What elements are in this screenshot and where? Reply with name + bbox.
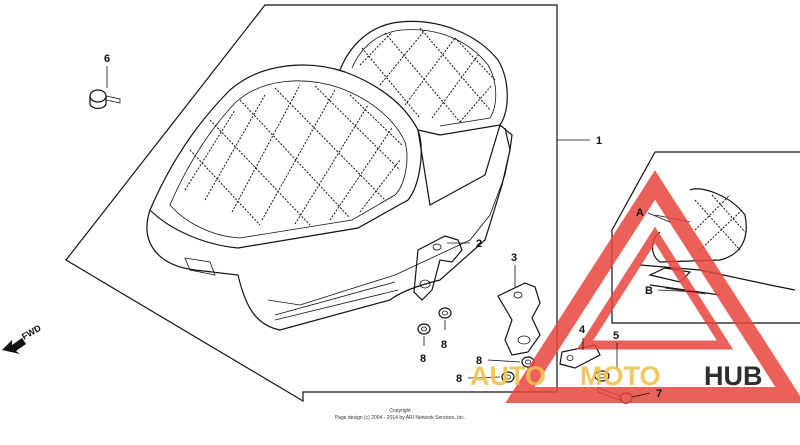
callout-5[interactable]: 5: [613, 330, 619, 342]
fwd-label: FWD: [20, 323, 43, 342]
rider-cushion-outline: [149, 64, 422, 249]
seat-assembly[interactable]: [146, 20, 513, 331]
callout-8a[interactable]: 8: [420, 353, 426, 365]
seat-base-outline: [146, 127, 511, 331]
watermark-text-moto: MOTO: [580, 361, 661, 391]
seat-lower-rail: [274, 281, 399, 321]
detail-label-b: B: [645, 285, 653, 297]
callout-3[interactable]: 3: [511, 252, 517, 264]
callout-1[interactable]: 1: [596, 135, 602, 147]
passenger-cushion-welt: [351, 29, 497, 127]
callout-8d[interactable]: 8: [456, 373, 462, 385]
copyright-line-1: Copyright: [389, 408, 411, 414]
grommet-8d[interactable]: [501, 371, 515, 383]
collar-5[interactable]: [594, 370, 610, 382]
seat-bracket-rear[interactable]: [497, 282, 541, 356]
bolt-6[interactable]: [89, 89, 121, 110]
seat-front-hook: [184, 257, 216, 276]
assembly-frame: [65, 4, 558, 403]
detail-inset-frame: [611, 151, 800, 324]
callout-2[interactable]: 2: [476, 238, 482, 250]
callout-8b[interactable]: 8: [441, 339, 447, 351]
watermark-text-auto: AUTO: [470, 361, 546, 391]
copyright-line-2: Page design (c) 2004 - 2014 by ARI Netwo…: [335, 415, 465, 421]
rider-quilt-pattern: [184, 84, 403, 226]
callout-4[interactable]: 4: [579, 324, 586, 336]
seat-rear-end: [417, 124, 513, 206]
seat-bracket-front[interactable]: [413, 235, 463, 301]
callout-7[interactable]: 7: [656, 388, 662, 400]
grommet-8b[interactable]: [438, 307, 452, 319]
watermark-text-hub: HUB: [704, 361, 763, 391]
seat-side-rail: [267, 149, 511, 306]
detail-label-a: A: [636, 207, 644, 219]
grommet-8a[interactable]: [417, 323, 431, 335]
callout-8c[interactable]: 8: [476, 355, 482, 367]
watermark-logo: [505, 170, 800, 403]
callout-6[interactable]: 6: [104, 53, 110, 65]
passenger-cushion-outline: [339, 20, 508, 136]
passenger-quilt-pattern: [359, 27, 496, 123]
rider-cushion-welt: [169, 80, 408, 239]
forward-arrow: [2, 338, 26, 354]
leader-lines: [106, 66, 701, 398]
